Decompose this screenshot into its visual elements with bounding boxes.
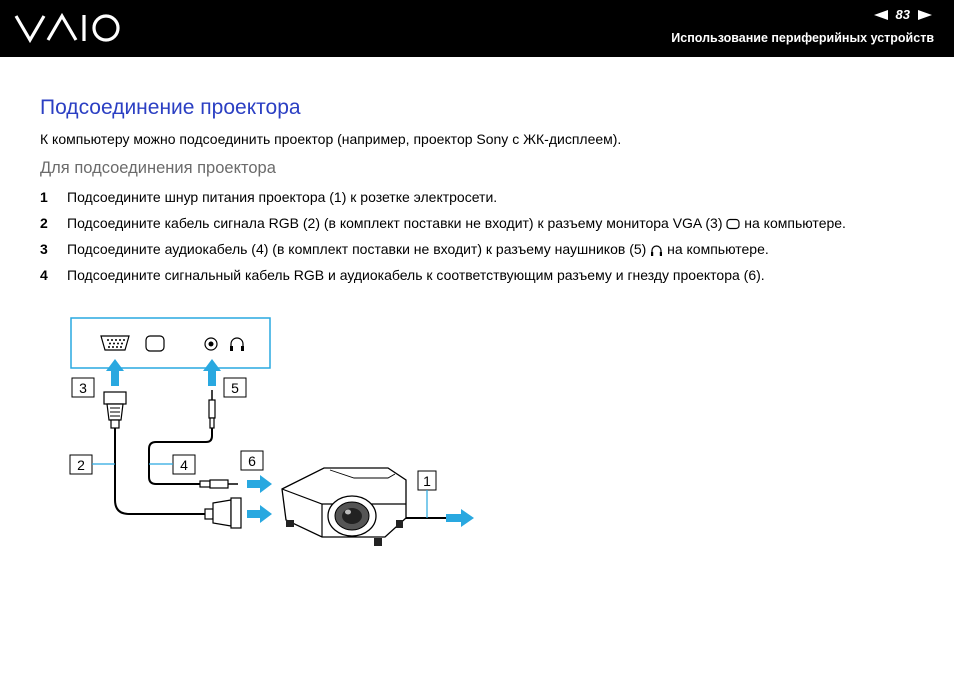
arrow-right-icon [247,475,272,493]
callout-label: 1 [423,473,431,489]
step-text-after: на компьютере. [667,241,769,257]
step-text: Подсоедините аудиокабель (4) (в комплект… [67,240,920,259]
list-item: 2 Подсоедините кабель сигнала RGB (2) (в… [40,214,920,233]
step-number: 3 [40,241,48,257]
audio-jack-icon [204,337,218,351]
step-text: Подсоедините сигнальный кабель RGB и ауд… [67,267,765,283]
arrow-up-icon [203,359,221,386]
audio-plug-top [208,390,216,429]
step-number: 1 [40,189,48,205]
page-pager: 83 [873,7,932,22]
rgb-cable [114,428,205,515]
list-item: 4 Подсоедините сигнальный кабель RGB и а… [40,266,920,285]
vga-cable-connector-top [103,391,127,429]
step-number: 4 [40,267,48,283]
audio-cable [148,428,213,485]
projector [281,467,407,546]
callout-label: 6 [248,453,256,469]
page-number: 83 [895,7,910,22]
list-item: 3 Подсоедините аудиокабель (4) (в компле… [40,240,920,259]
callout-label: 3 [79,380,87,396]
procedure-subtitle: Для подсоединения проектора [40,159,276,177]
arrow-up-icon [106,359,124,386]
callout-2: 2 [69,454,93,475]
callout-1: 1 [417,470,437,491]
step-text-before: Подсоедините аудиокабель (4) (в комплект… [67,241,647,257]
section-title: Использование периферийных устройств [671,31,934,45]
page-title: Подсоединение проектора [40,96,301,119]
vga-cable-connector-bottom [204,497,242,529]
callout-3: 3 [71,377,95,398]
projector-connection-diagram: 3 5 2 4 6 1 [69,317,474,546]
arrow-right-icon [446,509,474,527]
step-number: 2 [40,215,48,231]
vga-port-icon [100,335,130,351]
next-page-icon[interactable] [918,9,932,20]
callout-label: 5 [231,380,239,396]
headphones-icon [651,245,663,256]
headphones-icon [230,337,244,351]
callout-5: 5 [223,377,247,398]
callout-4: 4 [172,454,196,475]
step-text: Подсоедините шнур питания проектора (1) … [67,189,498,205]
step-text-before: Подсоедините кабель сигнала RGB (2) (в к… [67,215,723,231]
monitor-port-icon [726,219,740,230]
list-item: 1 Подсоедините шнур питания проектора (1… [40,188,920,207]
step-text-after: на компьютере. [744,215,846,231]
callout-6: 6 [240,450,264,471]
monitor-port-icon [145,335,165,352]
computer-port-panel [70,317,271,369]
page-header: 83 Использование периферийных устройств [0,0,954,57]
steps-list: 1 Подсоедините шнур питания проектора (1… [40,188,920,292]
callout-label: 2 [77,457,85,473]
previous-page-icon[interactable] [873,9,888,20]
audio-plug-bottom [199,479,238,489]
step-text: Подсоедините кабель сигнала RGB (2) (в к… [67,214,920,233]
intro-text: К компьютеру можно подсоединить проектор… [40,131,622,147]
vaio-logo [14,12,120,44]
arrow-right-icon [247,505,272,523]
callout-label: 4 [180,457,188,473]
